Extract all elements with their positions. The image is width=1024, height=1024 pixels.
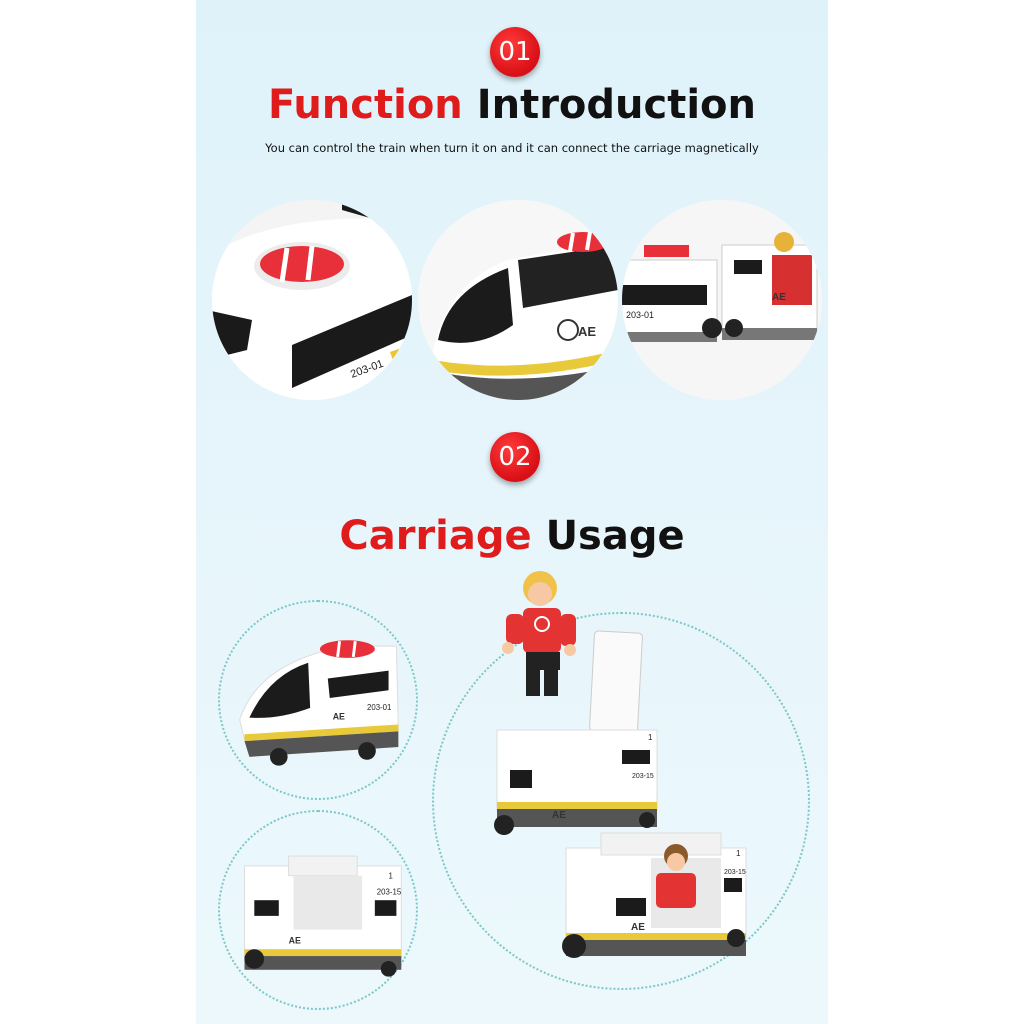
- section-title-carriage-usage: Carriage Usage: [0, 513, 1024, 559]
- closeup-carriages-photo: 203-01 AE: [622, 200, 822, 400]
- closeup-button-photo: 203-01: [212, 200, 412, 400]
- engine-photo-circle: 203-01 AE: [218, 600, 418, 800]
- passenger-figure-photo: [502, 571, 576, 696]
- ae-logo-text-2: AE: [772, 292, 786, 303]
- closeup-engine-photo: AE: [418, 200, 618, 400]
- ae-logo-text-3: AE: [333, 712, 345, 722]
- title-rest-2: Usage: [545, 513, 685, 559]
- open-carriage-photo: AE 203-15 1: [494, 630, 658, 835]
- carriage-code-label-2: 203-15: [632, 773, 654, 780]
- car-number-label: 1: [389, 872, 393, 881]
- ae-logo-text-6: AE: [631, 922, 645, 933]
- car-number-label-3: 1: [736, 849, 741, 858]
- ae-logo-text: AE: [578, 324, 596, 339]
- section-badge-01: 01: [490, 27, 540, 77]
- title-highlight-2: Carriage: [339, 513, 532, 559]
- ae-logo-text-5: AE: [552, 810, 566, 821]
- carriage-with-passenger-photo: AE 203-15 1: [562, 832, 747, 958]
- carriage-code-label-3: 203-15: [724, 869, 746, 876]
- engine-code-label-2: 203-01: [626, 310, 654, 320]
- engine-code-label-3: 203-01: [367, 703, 391, 712]
- section-badge-02: 02: [490, 432, 540, 482]
- section-subtitle: You can control the train when turn it o…: [265, 141, 759, 155]
- car-number-label-2: 1: [648, 733, 653, 742]
- ae-logo-text-4: AE: [289, 935, 301, 945]
- title-rest: Introduction: [476, 82, 757, 128]
- carriage-code-label: 203-15: [377, 887, 402, 896]
- section-title-function-introduction: Function Introduction: [0, 82, 1024, 128]
- carriage-usage-circle: [432, 612, 810, 990]
- title-highlight: Function: [267, 82, 463, 128]
- carriage-photo-circle: AE 203-15 1: [218, 810, 418, 1010]
